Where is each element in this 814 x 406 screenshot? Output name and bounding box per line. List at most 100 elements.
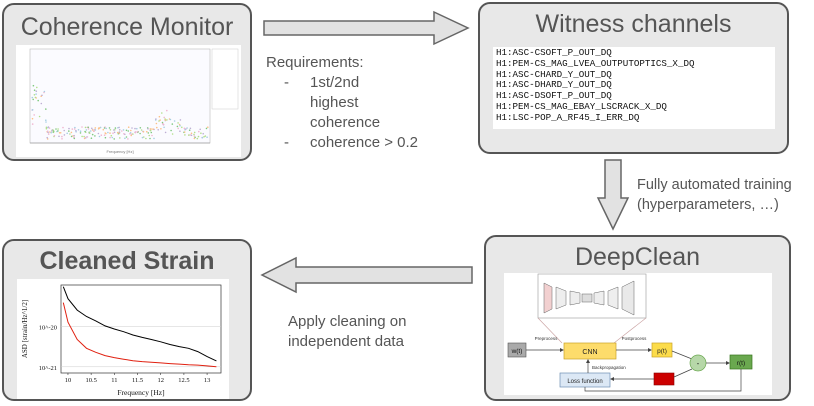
coherence-point <box>52 129 54 131</box>
backprop-label: Backpropagation <box>592 365 626 370</box>
coherence-point <box>36 86 38 89</box>
coherence-point <box>199 128 201 131</box>
coherence-point <box>58 135 60 138</box>
cnn-label: CNN <box>582 349 597 356</box>
coherence-point <box>45 121 47 123</box>
coherence-point <box>188 129 191 131</box>
coherence-point <box>205 127 208 130</box>
coherence-point <box>91 129 94 131</box>
cleaned-strain-title: Cleaned Strain <box>39 247 215 275</box>
coherence-point <box>206 136 208 138</box>
coherence-point <box>75 129 77 132</box>
coherence-point <box>79 132 82 134</box>
x-tick-label: 11 <box>111 377 117 384</box>
coherence-point <box>87 126 90 129</box>
coherence-point <box>81 135 83 138</box>
coherence-point <box>110 134 113 137</box>
coherence-point <box>193 135 196 137</box>
coherence-point <box>97 128 100 130</box>
x-tick-label: 11.5 <box>132 377 143 384</box>
coherence-point <box>127 138 129 140</box>
coherence-point <box>68 127 70 130</box>
coherence-point <box>50 131 52 134</box>
coherence-point <box>202 132 204 135</box>
y-tick-label: 10^-21 <box>39 365 57 372</box>
coherence-point <box>97 132 100 135</box>
coherence-point <box>155 118 157 120</box>
coherence-point <box>46 138 49 140</box>
witness-channels-box: Witness channels H1:ASC-CSOFT_P_OUT_DQ H… <box>478 2 789 154</box>
coherence-point <box>161 121 164 124</box>
coherence-point <box>159 119 161 121</box>
deepclean-diagram: w(t) Preprocess CNN Postprocess p(t) - r… <box>504 273 772 395</box>
coherence-point <box>49 131 51 133</box>
coherence-point <box>169 118 172 121</box>
coherence-point <box>104 136 107 139</box>
coherence-point <box>107 131 109 134</box>
coherence-scatter: Frequency [Hz] <box>29 48 239 154</box>
coherence-point <box>84 130 86 133</box>
deepclean-box: DeepClean w(t) Preprocess <box>484 235 791 401</box>
coherence-point <box>103 134 106 136</box>
strain-input-node <box>653 372 675 386</box>
y-tick-label: 10^-20 <box>39 325 57 332</box>
coherence-point <box>207 126 209 128</box>
channel-name: H1:ASC-DSOFT_P_OUT_DQ <box>496 90 612 102</box>
coherence-point <box>190 132 193 135</box>
coherence-point <box>122 129 125 131</box>
coherence-point <box>105 127 107 130</box>
coherence-point <box>171 123 174 125</box>
coherence-point <box>151 134 153 137</box>
coherence-point <box>47 133 50 135</box>
requirement-item: coherence > 0.2 <box>266 133 466 153</box>
coherence-point <box>103 127 106 129</box>
coherence-point <box>118 126 120 129</box>
coherence-point <box>153 137 155 140</box>
coherence-point <box>45 127 48 130</box>
coherence-point <box>73 128 76 130</box>
coherence-point <box>160 128 162 130</box>
coherence-point <box>157 129 159 131</box>
channel-name: H1:ASC-DHARD_Y_OUT_DQ <box>496 79 612 91</box>
coherence-point <box>109 129 112 131</box>
coherence-point <box>62 126 64 129</box>
requirements-heading: Requirements: <box>266 54 364 71</box>
preprocess-label: Preprocess <box>535 336 559 341</box>
coherence-point <box>111 136 114 139</box>
coherence-monitor-title: Coherence Monitor <box>20 13 234 41</box>
coherence-point <box>69 133 71 135</box>
coherence-point <box>47 131 49 134</box>
coherence-point <box>185 128 187 130</box>
coherence-point <box>161 112 163 114</box>
coherence-point <box>170 129 172 132</box>
coherence-point <box>140 129 143 131</box>
coherence-monitor-box: Coherence Monitor Frequency [Hz] <box>2 3 252 161</box>
coherence-point <box>72 135 74 137</box>
coherence-point <box>84 126 87 129</box>
coherence-point <box>71 128 74 130</box>
prediction-label: p(t) <box>657 348 667 355</box>
coherence-point <box>197 135 200 138</box>
coherence-point <box>166 119 168 121</box>
coherence-point <box>190 134 193 137</box>
coherence-point <box>143 136 145 138</box>
channel-name: H1:ASC-CSOFT_P_OUT_DQ <box>496 47 612 58</box>
coherence-point <box>162 123 165 126</box>
coherence-point <box>31 109 34 111</box>
coherence-point <box>108 127 111 129</box>
coherence-point <box>118 129 121 131</box>
coherence-point <box>193 137 196 140</box>
coherence-point <box>63 129 65 132</box>
coherence-point <box>34 96 37 99</box>
coherence-point <box>176 125 179 128</box>
coherence-point <box>139 127 142 129</box>
coherence-point <box>31 123 34 125</box>
coherence-point <box>117 127 119 129</box>
coherence-point <box>150 128 152 130</box>
coherence-point <box>61 138 63 140</box>
coherence-point <box>73 134 75 137</box>
coherence-point <box>183 127 186 130</box>
coherence-point <box>77 129 80 131</box>
coherence-point <box>70 135 73 138</box>
arrow-down <box>596 159 630 231</box>
